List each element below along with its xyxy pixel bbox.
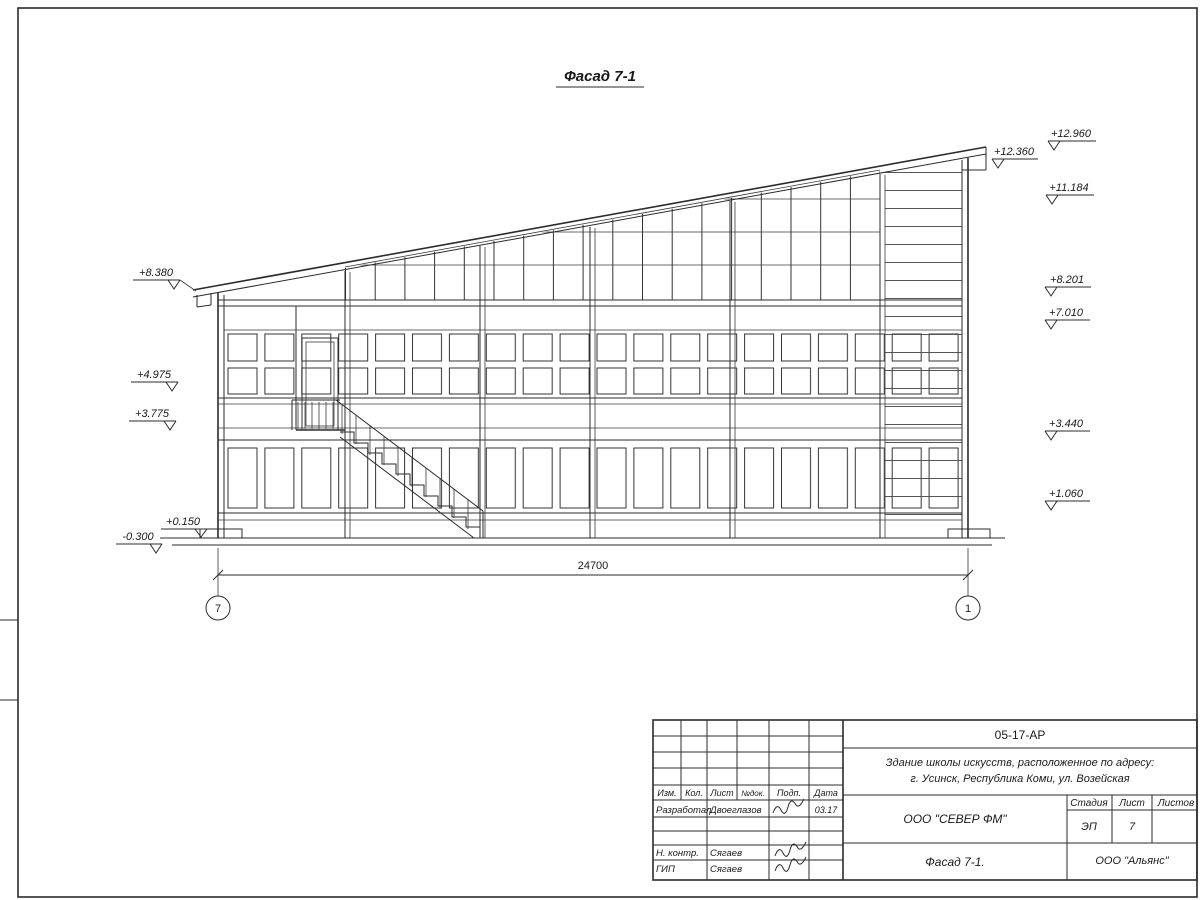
- columns: [344, 174, 886, 538]
- elevation-mark: +12.960: [1047, 128, 1096, 151]
- svg-text:+7.010: +7.010: [1049, 307, 1084, 319]
- col-izm: Изм.: [657, 788, 676, 798]
- project-description-line1: Здание школы искусств, расположенное по …: [886, 757, 1154, 769]
- sheet-label: Лист: [1118, 798, 1145, 809]
- sheets-label: Листов: [1157, 798, 1194, 809]
- row-role: ГИП: [656, 864, 675, 875]
- elevation-mark: +1.060: [1044, 488, 1090, 511]
- project-description-line2: г. Усинск, Республика Коми, ул. Возейска…: [910, 773, 1129, 785]
- svg-text:+4.975: +4.975: [137, 369, 172, 381]
- svg-text:-0.300: -0.300: [122, 531, 154, 543]
- row-role: Разработал: [656, 805, 712, 816]
- stair-handrail: [335, 399, 484, 512]
- svg-text:+12.960: +12.960: [1051, 128, 1092, 140]
- upper-window-band: [224, 330, 962, 398]
- external-stair: [291, 306, 484, 539]
- ground-line: [160, 528, 1005, 546]
- drawing-title: Фасад 7-1: [564, 68, 636, 85]
- row-name: Двоеглазов: [709, 805, 762, 816]
- svg-text:7: 7: [215, 603, 221, 615]
- lower-window-band: [224, 443, 962, 513]
- elevation-mark: +0.150: [161, 516, 208, 538]
- stage-value: ЭП: [1081, 821, 1097, 833]
- elevation-mark: +3.440: [1044, 418, 1090, 441]
- svg-text:+0.150: +0.150: [166, 516, 201, 528]
- col-podp: Подп.: [777, 788, 801, 798]
- svg-text:+1.060: +1.060: [1049, 488, 1084, 500]
- svg-text:+3.440: +3.440: [1049, 418, 1084, 430]
- stair-steps: [340, 431, 481, 538]
- svg-text:+12.360: +12.360: [994, 146, 1035, 158]
- dimension-line: 24700: [212, 548, 974, 586]
- svg-text:+8.201: +8.201: [1050, 274, 1084, 286]
- row-date: 03.17: [815, 805, 839, 815]
- window-grid: [224, 168, 962, 532]
- elevation-mark: +3.775: [129, 408, 177, 431]
- row-name: Сягаев: [710, 848, 742, 859]
- row-role: Н. контр.: [656, 848, 699, 859]
- col-kol: Кол.: [685, 788, 703, 798]
- doc-number: 05-17-АР: [995, 728, 1046, 742]
- siding-panel: [885, 168, 962, 532]
- elevation-mark: +7.010: [1044, 307, 1090, 330]
- sheet-number: 7: [1129, 821, 1136, 833]
- elevation-marks-left: +8.380 +4.975 +3.775 +0.150 -0.300: [116, 267, 208, 554]
- title-block: 05-17-АР Здание школы искусств, располож…: [652, 719, 1198, 881]
- elevation-mark: +8.380: [133, 267, 197, 292]
- elevation-mark: +8.201: [1044, 274, 1091, 297]
- elevation-mark: +12.360: [991, 146, 1038, 169]
- row-name: Сягаев: [710, 864, 742, 875]
- col-ndok: №док.: [741, 789, 765, 798]
- axis-bubble-7: 7: [205, 586, 231, 621]
- elevation-marks-right: +12.960 +12.360 +11.184 +8.201 +7.010 +3…: [991, 128, 1096, 511]
- signature: [772, 798, 805, 814]
- walls: [217, 158, 969, 538]
- overall-dimension: 24700: [578, 560, 609, 572]
- roof: [192, 146, 987, 308]
- svg-text:+8.380: +8.380: [139, 267, 174, 279]
- col-data: Дата: [813, 788, 838, 798]
- design-company: ООО "СЕВЕР ФМ": [903, 812, 1007, 826]
- svg-text:+3.775: +3.775: [135, 408, 170, 420]
- svg-text:1: 1: [965, 603, 971, 615]
- sheet-frame: [0, 7, 1198, 898]
- elevation-mark: +4.975: [131, 369, 179, 392]
- signature: [774, 841, 807, 857]
- facade-outline: [160, 146, 1005, 546]
- axis-bubble-1: 1: [955, 586, 981, 621]
- contractor-company: ООО "Альянс": [1095, 855, 1169, 867]
- elevation-mark: +11.184: [1045, 182, 1094, 205]
- sheet-caption: Фасад 7-1.: [925, 855, 985, 869]
- stage-label: Стадия: [1070, 798, 1108, 809]
- signature: [774, 856, 807, 872]
- svg-text:+11.184: +11.184: [1049, 182, 1088, 194]
- elevation-mark: -0.300: [116, 531, 163, 554]
- col-list: Лист: [709, 788, 734, 798]
